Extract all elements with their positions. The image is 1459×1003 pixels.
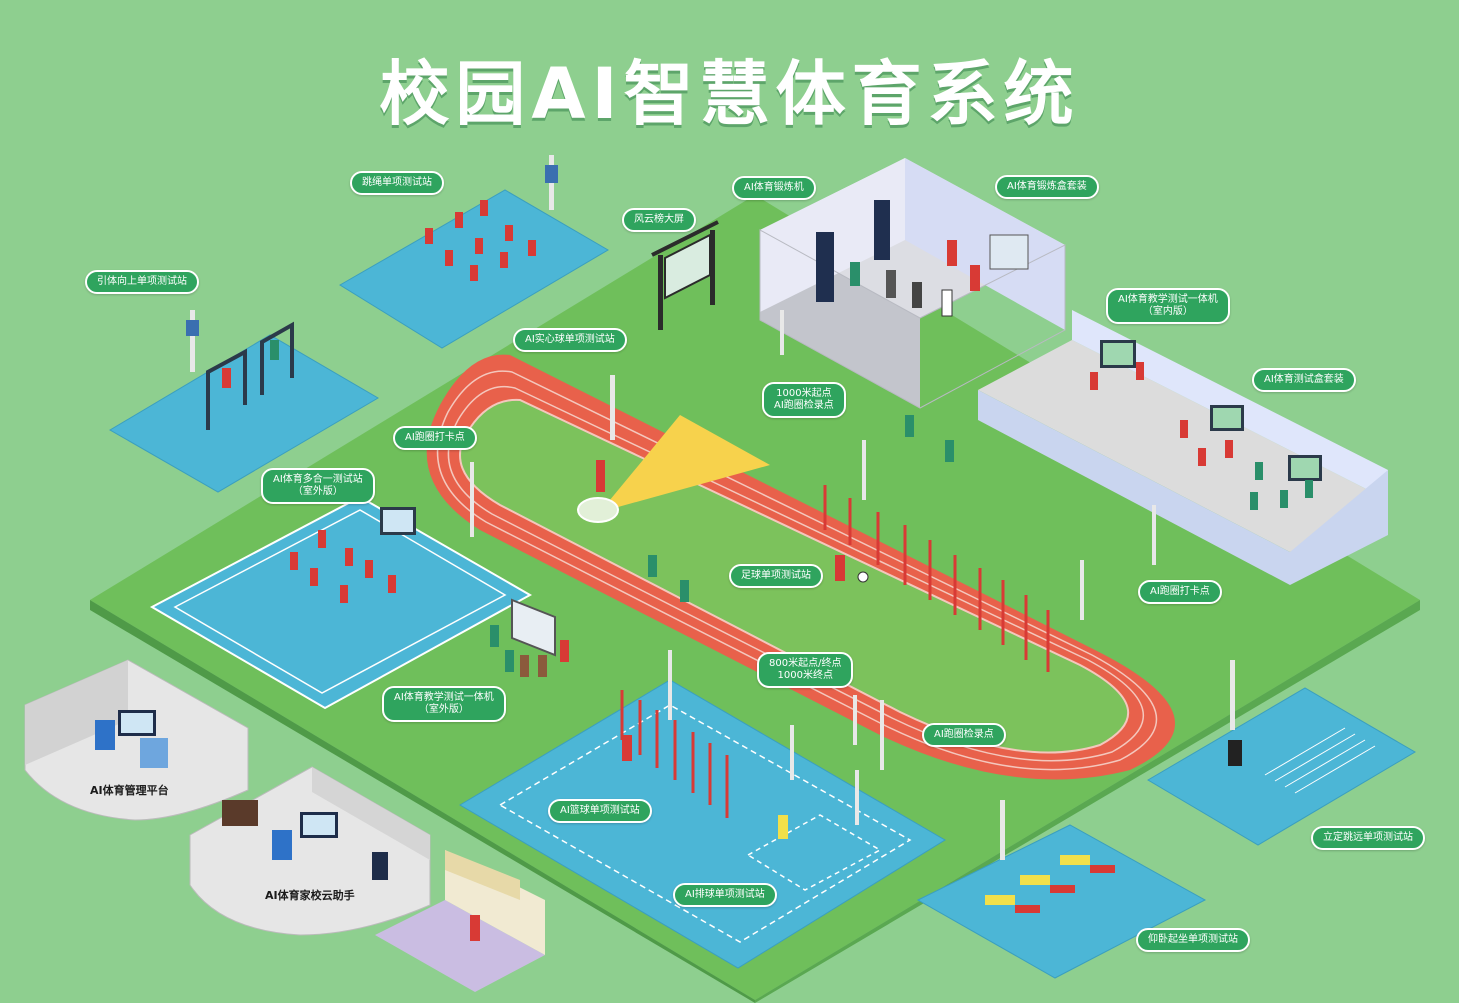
home-school-room <box>189 766 431 936</box>
pullup-pole <box>190 310 195 372</box>
label-run-checkin-right-text: AI跑圈打卡点 <box>1150 586 1210 597</box>
label-football: 足球单项测试站 <box>729 564 823 588</box>
basketball-poles <box>620 690 729 818</box>
label-basketball: AI篮球单项测试站 <box>548 799 652 823</box>
basketball-volleyball-court <box>459 679 946 969</box>
jump-rope-students <box>425 200 536 281</box>
pullup-bars <box>206 321 294 430</box>
label-teaching-outdoor: AI体育教学测试一体机（室外版） <box>382 686 506 722</box>
label-medicine-ball: AI实心球单项测试站 <box>513 328 627 352</box>
label-jump-rope-text: 跳绳单项测试站 <box>362 177 432 188</box>
label-training-machine-text: AI体育锻炼机 <box>744 182 804 193</box>
label-teaching-indoor-line2: （室内版） <box>1142 306 1193 317</box>
outdoor-teaching-board <box>490 598 569 677</box>
label-teaching-indoor: AI体育教学测试一体机（室内版） <box>1106 288 1230 324</box>
situps-pole <box>1000 800 1005 860</box>
label-leaderboard: 风云榜大屏 <box>622 208 696 232</box>
label-medicine-ball-text: AI实心球单项测试站 <box>525 334 615 345</box>
football-poles <box>823 485 1050 672</box>
label-run-register-text: AI跑圈检录点 <box>934 729 994 740</box>
label-long-jump: 立定跳远单项测试站 <box>1311 826 1425 850</box>
label-home-school: AI体育家校云助手 <box>265 889 355 902</box>
label-multi-outdoor-line2: （室外版） <box>292 486 343 497</box>
label-run-checkin-left-text: AI跑圈打卡点 <box>405 432 465 443</box>
label-teaching-outdoor-line2: （室外版） <box>418 704 469 715</box>
management-room <box>24 659 249 821</box>
leaderboard-screen <box>651 220 719 330</box>
label-run-checkin-right: AI跑圈打卡点 <box>1138 580 1222 604</box>
indoor-gym-room <box>759 158 1066 409</box>
label-situps: 仰卧起坐单项测试站 <box>1136 928 1250 952</box>
label-pullup: 引体向上单项测试站 <box>85 270 199 294</box>
label-pullup-text: 引体向上单项测试站 <box>97 276 187 287</box>
home-room <box>375 850 545 992</box>
label-situps-text: 仰卧起坐单项测试站 <box>1148 934 1238 945</box>
long-jump-pole <box>1230 660 1235 730</box>
label-test-box: AI体育测试盒套装 <box>1252 368 1356 392</box>
label-leaderboard-text: 风云榜大屏 <box>634 214 684 225</box>
label-multi-outdoor: AI体育多合一测试站（室外版） <box>261 468 375 504</box>
track-checkpoint-poles <box>470 310 1156 825</box>
label-training-box-text: AI体育锻炼盒套装 <box>1007 181 1087 192</box>
label-test-box-text: AI体育测试盒套装 <box>1264 374 1344 385</box>
label-multi-outdoor-line1: AI体育多合一测试站 <box>273 474 363 485</box>
shot-put-sector <box>600 415 770 512</box>
medicine-ball-pole <box>610 375 615 440</box>
label-training-box: AI体育锻炼盒套装 <box>995 175 1099 199</box>
label-volleyball: AI排球单项测试站 <box>673 883 777 907</box>
page-title: 校园AI智慧体育系统 <box>379 53 1080 135</box>
label-run-register: AI跑圈检录点 <box>922 723 1006 747</box>
label-basketball-text: AI篮球单项测试站 <box>560 805 640 816</box>
label-football-text: 足球单项测试站 <box>741 570 811 581</box>
long-jump-court <box>1147 687 1416 846</box>
label-teaching-outdoor-line1: AI体育教学测试一体机 <box>394 692 494 703</box>
label-start-1000-line2: AI跑圈检录点 <box>774 400 834 411</box>
indoor-teaching-hall <box>978 310 1388 585</box>
label-teaching-indoor-line1: AI体育教学测试一体机 <box>1118 294 1218 305</box>
label-jump-rope: 跳绳单项测试站 <box>350 171 444 195</box>
label-start-800-line1: 800米起点/终点 <box>769 658 842 669</box>
label-start-1000-line1: 1000米起点 <box>776 388 832 399</box>
label-run-checkin-left: AI跑圈打卡点 <box>393 426 477 450</box>
label-training-machine: AI体育锻炼机 <box>732 176 816 200</box>
label-management: AI体育管理平台 <box>90 784 169 797</box>
label-start-800-line2: 1000米终点 <box>777 670 833 681</box>
label-long-jump-text: 立定跳远单项测试站 <box>1323 832 1413 843</box>
label-volleyball-text: AI排球单项测试站 <box>685 889 765 900</box>
situps-court <box>916 824 1207 979</box>
